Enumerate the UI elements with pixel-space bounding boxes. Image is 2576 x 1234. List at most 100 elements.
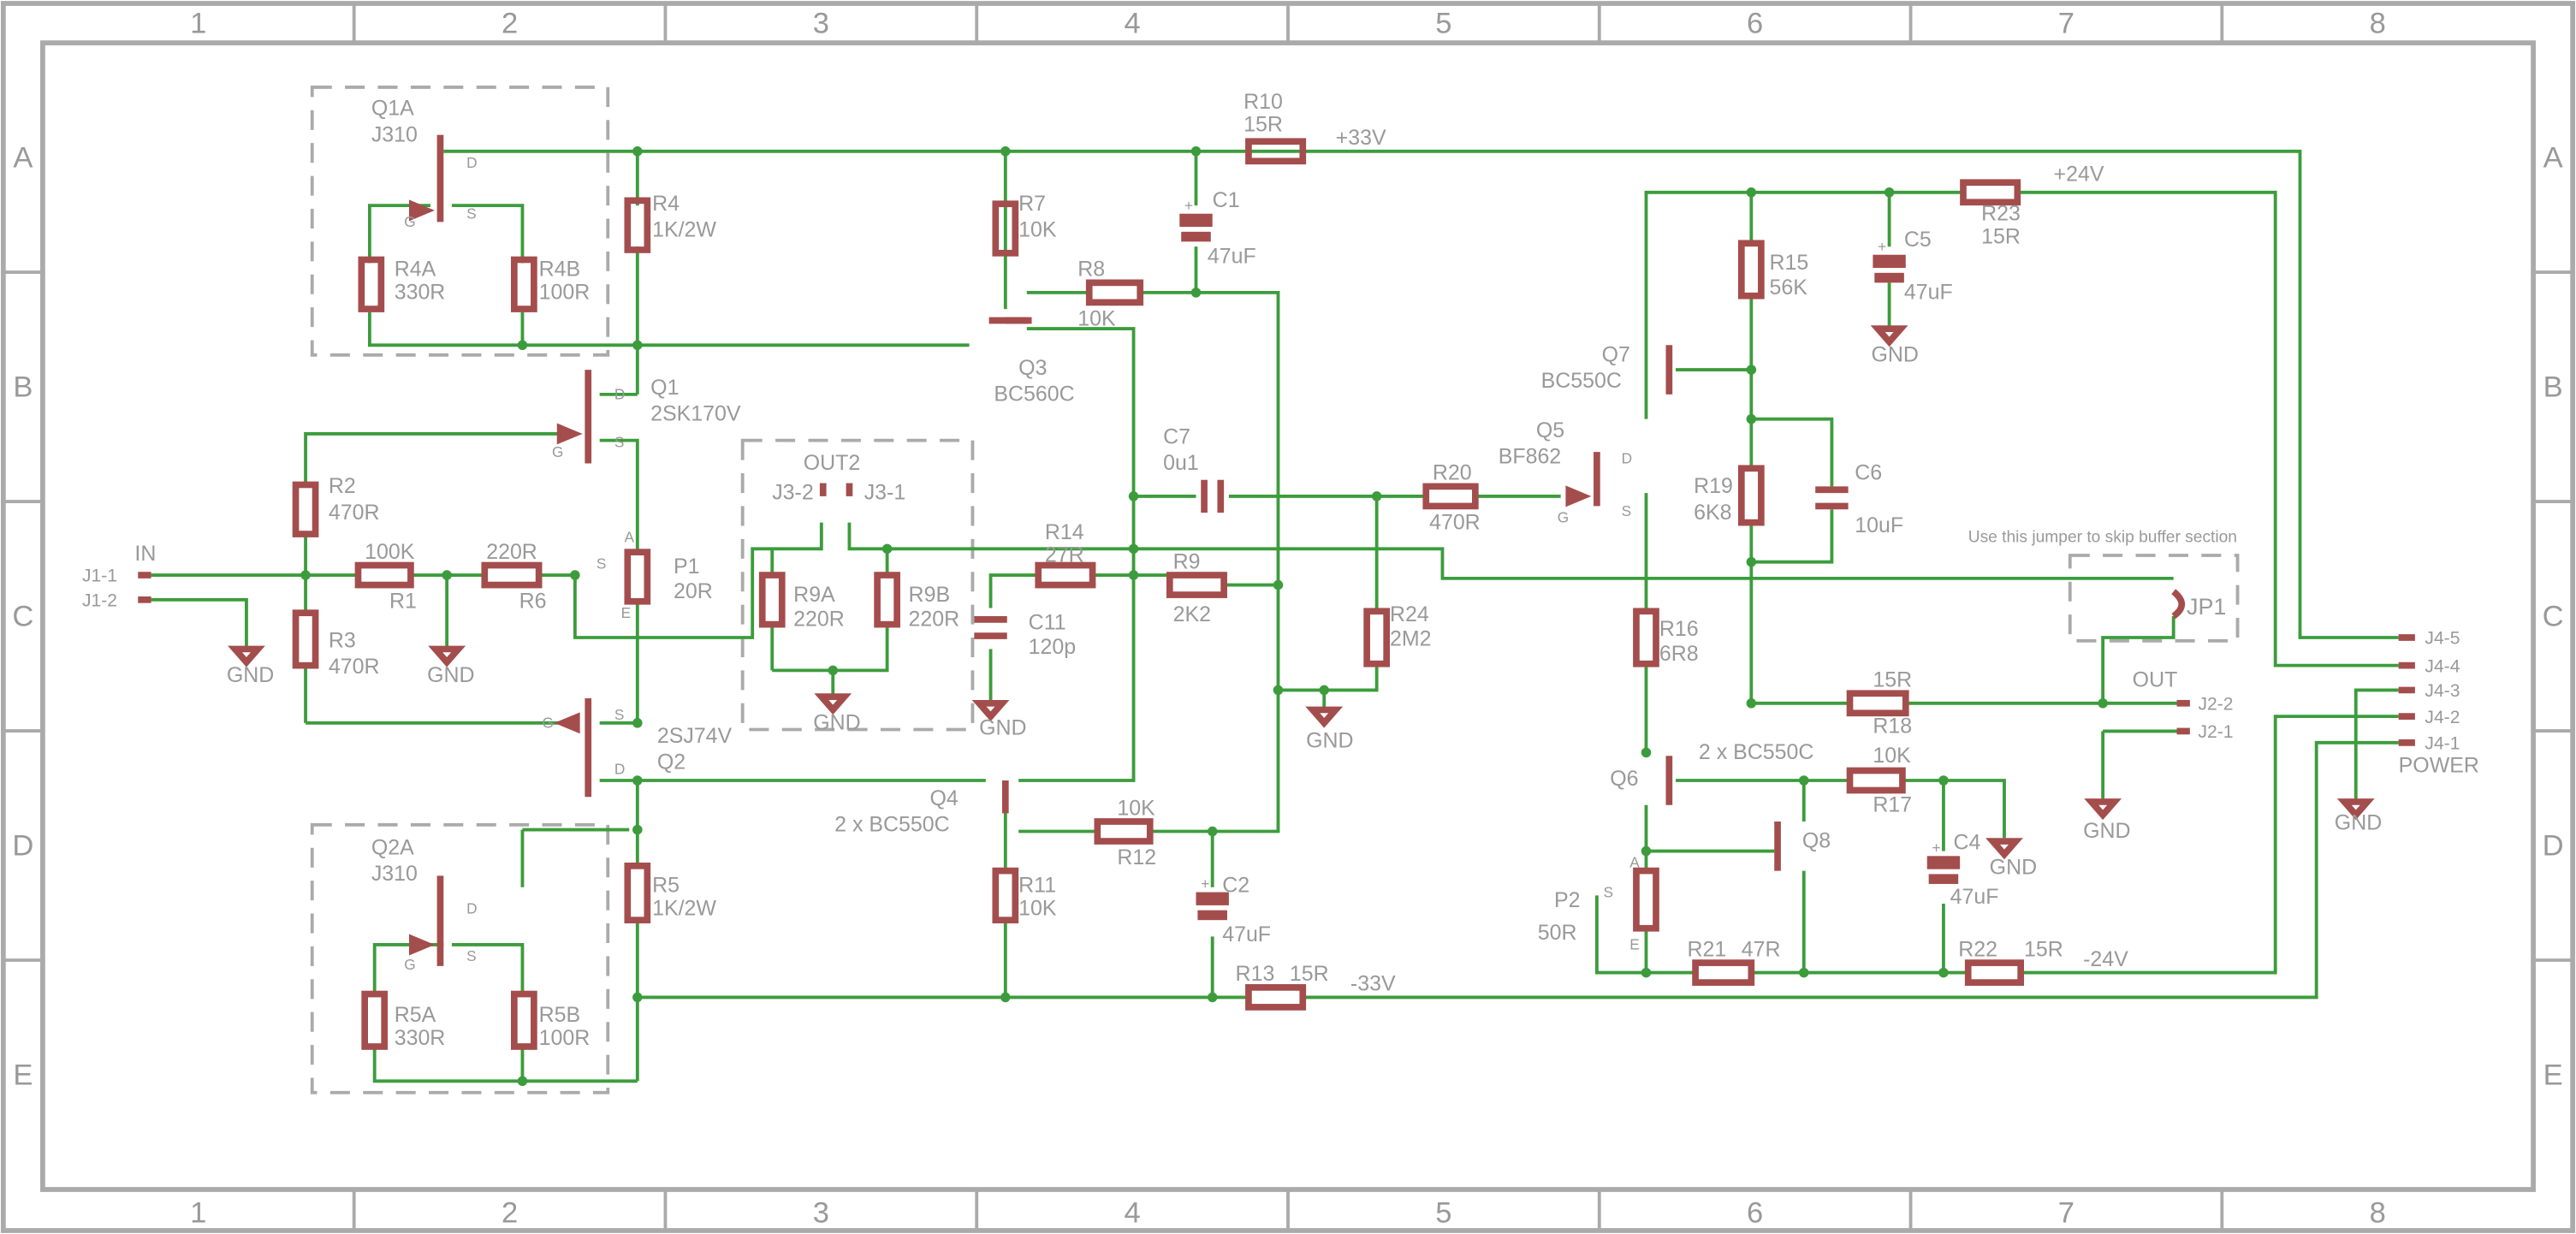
gnd-symbol-1 [228, 645, 265, 667]
c2-plus: + [1201, 875, 1209, 893]
q1a-pin-g: G [404, 213, 415, 230]
r5b-name: R5B [539, 1003, 581, 1027]
r21-val: 47R [1742, 937, 1781, 961]
q7-name: Q7 [1602, 342, 1630, 366]
grid-col-top-8: 8 [2370, 8, 2386, 40]
gnd-symbol-6 [1870, 325, 1908, 347]
junction-dot [570, 570, 580, 580]
r3-body [292, 609, 319, 669]
r24-name: R24 [1390, 602, 1429, 626]
q2-pin-s: S [614, 706, 625, 723]
r19-body [1737, 465, 1765, 526]
labels: Q1A J310 Q2A J310 Q1 2SK170V 2SJ74V Q2 Q… [82, 90, 2479, 1050]
r16-val: 6R8 [1659, 642, 1699, 666]
grid-col-bottom-6: 6 [1747, 1196, 1763, 1229]
junction-dot [1000, 146, 1011, 157]
vm24-label: -24V [2083, 947, 2128, 971]
r22-name: R22 [1958, 937, 1997, 961]
grid-col-bottom-7: 7 [2058, 1196, 2074, 1229]
junction-dot [1884, 187, 1895, 198]
c6-name: C6 [1855, 461, 1882, 485]
r15-name: R15 [1769, 251, 1808, 275]
c1-plate [1179, 213, 1213, 228]
q1a-name: Q1A [371, 97, 414, 121]
q1-name: Q1 [650, 376, 679, 400]
q7-type: BC550C [1541, 369, 1622, 393]
c1-name: C1 [1213, 188, 1240, 212]
q5-type: BF862 [1499, 445, 1561, 469]
r5a-val: 330R [395, 1026, 446, 1050]
q1-pin-d: D [614, 386, 625, 403]
q2a-pin-g: G [404, 956, 415, 973]
grid-col-bottom-4: 4 [1125, 1196, 1141, 1229]
r12-body [1094, 818, 1154, 845]
q5-pin-d: D [1622, 450, 1632, 467]
r1-body [354, 561, 414, 589]
grid-col-top-2: 2 [502, 8, 518, 40]
r20-name: R20 [1433, 461, 1472, 485]
r2-body [292, 481, 319, 537]
r23-name: R23 [1981, 201, 2021, 225]
grid-row-right-A: A [2543, 142, 2563, 175]
gnd-label-4: GND [979, 715, 1026, 739]
grid-row-left-A: A [13, 142, 33, 175]
junction-dot [1207, 826, 1218, 837]
c4-plus: + [1932, 839, 1941, 856]
q5-pin-g: G [1558, 509, 1569, 526]
q1a-gate-arrow [408, 199, 435, 222]
junction-dot [1746, 698, 1757, 709]
r4b-body [511, 256, 537, 312]
grid-col-bottom-5: 5 [1435, 1196, 1451, 1229]
j2-2-label: J2-2 [2198, 694, 2233, 714]
q1-gate-arrow [556, 423, 583, 445]
c5-plate [1873, 254, 1906, 269]
j1-2-label: J1-2 [82, 591, 117, 611]
j4-1-label: J4-1 [2425, 734, 2460, 754]
r6-val: 220R [486, 540, 537, 564]
j4-4-label: J4-4 [2425, 656, 2460, 676]
grid-col-top-3: 3 [813, 8, 829, 40]
c6-val: 10uF [1855, 513, 1903, 537]
r16-body [1633, 608, 1659, 667]
r20-body [1422, 483, 1479, 510]
junction-dot [1641, 747, 1652, 758]
q2-name: Q2 [657, 750, 686, 774]
r12-val: 10K [1117, 796, 1155, 820]
r19-val: 6K8 [1694, 501, 1731, 525]
junction-dot [1000, 992, 1011, 1003]
p1-val: 20R [674, 579, 713, 603]
r14-body [1035, 561, 1096, 589]
q2a-name: Q2A [371, 835, 414, 859]
j3-2-label: J3-2 [772, 481, 814, 505]
r9-val: 2K2 [1173, 602, 1211, 626]
r21-name: R21 [1687, 937, 1726, 961]
grid-row-right-D: D [2543, 830, 2564, 863]
r14-name: R14 [1045, 520, 1084, 544]
grid-row-left-C: C [12, 601, 33, 633]
junction-dot [442, 570, 452, 580]
r17-body [1846, 767, 1906, 794]
r13-name: R13 [1236, 962, 1275, 986]
r13-val: 15R [1290, 962, 1329, 986]
junction-dot [1746, 556, 1757, 567]
r17-name: R17 [1873, 792, 1912, 816]
out2-label: OUT2 [804, 451, 861, 475]
r9-body [1166, 572, 1227, 598]
r1-name: R1 [389, 589, 417, 613]
r24-body [1363, 608, 1391, 667]
junction-dot [632, 340, 643, 351]
c11-val: 120p [1029, 635, 1076, 659]
r20-val: 470R [1429, 510, 1481, 534]
r9b-val: 220R [909, 608, 960, 632]
grid-col-top-1: 1 [190, 8, 206, 40]
q1-pin-s: S [614, 433, 625, 450]
q2-gate-arrow [554, 712, 580, 734]
q2a-gate-arrow [408, 934, 435, 956]
r4a-val: 330R [395, 281, 446, 305]
junction-dot [1190, 146, 1202, 157]
gnd-label-7: GND [1990, 855, 2037, 879]
r10-name: R10 [1243, 90, 1283, 114]
r5a-body [361, 990, 389, 1050]
r9b-name: R9B [909, 583, 951, 607]
gnd-symbol-3 [814, 693, 852, 715]
